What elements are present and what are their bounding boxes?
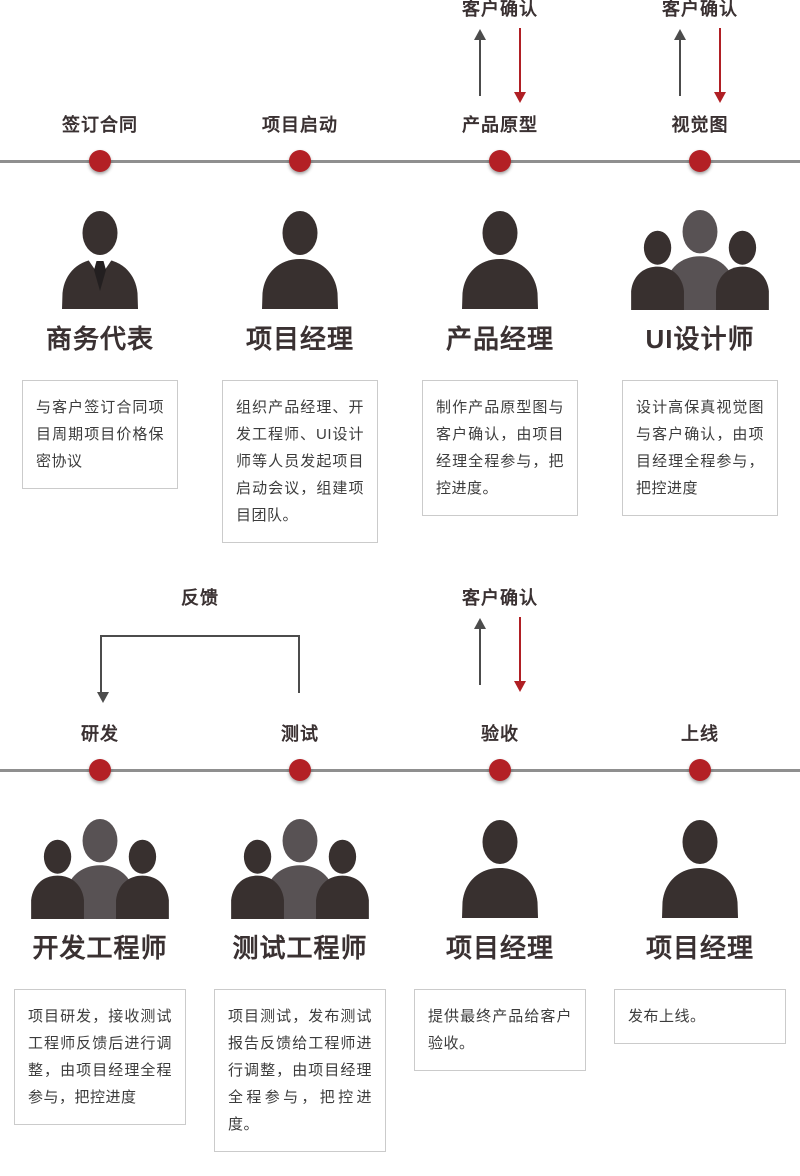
arrow-up-icon [474,618,486,685]
customer-confirm-block: 客户确认 [400,588,600,692]
business-person-icon [50,208,150,310]
stage-label: 产品原型 [462,115,538,135]
timeline-node-dot [289,759,311,781]
annotation-zone: 客户确认 [400,589,600,721]
flow-row-top: 签订合同 商务代表 与客户签订合同项目周期项目价格保密协议 项目启动 项目经理 … [0,0,800,543]
timeline-line [0,769,800,772]
role-label: 商务代表 [45,324,154,354]
team-icon [229,819,371,919]
icon-area [229,813,371,919]
team-icon [629,210,771,310]
timeline-node-dot [289,150,311,172]
annotation-zone: 客户确认 [400,0,600,112]
annotation-zone: 客户确认 [600,0,800,112]
role-label: 测试工程师 [232,933,368,963]
stage-description: 发布上线。 [614,989,786,1044]
timeline-node-dot [689,759,711,781]
person-icon [250,208,350,310]
annotation-zone [600,589,800,721]
stage-column-development: 研发 开发工程师 项目研发，接收测试工程师反馈后进行调整，由项目经理全程参与，把… [0,589,200,1152]
stage-column-product-prototype: 客户确认 产品原型 产品经理 制作产品原型图与客户确认，由项目经理全程参与，把控… [400,0,600,543]
stage-label: 签订合同 [62,115,138,135]
customer-confirm-block: 客户确认 [400,0,600,103]
customer-confirm-label: 客户确认 [462,588,538,608]
arrow-down-icon [514,617,526,692]
role-label: 开发工程师 [32,933,168,963]
role-label: UI设计师 [645,324,755,354]
stage-description: 项目测试，发布测试报告反馈给工程师进行调整，由项目经理全程参与，把控进度。 [214,989,386,1152]
role-label: 项目经理 [645,933,754,963]
stage-column-project-kickoff: 项目启动 项目经理 组织产品经理、开发工程师、UI设计师等人员发起项目启动会议，… [200,0,400,543]
feedback-arrow [97,635,300,703]
stage-column-acceptance: 客户确认 验收 项目经理 提供最终产品给客户验收。 [400,589,600,1152]
customer-confirm-label: 客户确认 [462,0,538,19]
arrow-up-icon [474,29,486,96]
person-icon [650,817,750,919]
confirm-arrows [674,28,726,103]
timeline-node-dot [489,759,511,781]
annotation-zone [200,0,400,112]
icon-area [450,204,550,310]
role-label: 项目经理 [445,933,554,963]
stage-description: 与客户签订合同项目周期项目价格保密协议 [22,380,178,489]
stage-column-launch: 上线 项目经理 发布上线。 [600,589,800,1152]
feedback-label: 反馈 [181,588,219,608]
icon-area [629,204,771,310]
role-label: 项目经理 [245,324,354,354]
stage-column-sign-contract: 签订合同 商务代表 与客户签订合同项目周期项目价格保密协议 [0,0,200,543]
stage-description: 组织产品经理、开发工程师、UI设计师等人员发起项目启动会议，组建项目团队。 [222,380,378,543]
stage-label: 验收 [481,724,519,744]
icon-area [250,204,350,310]
flow-row-bottom: 反馈 研发 开发工程师 项目研发，接收测试工程师反馈后进行调整，由项目经理全程参… [0,589,800,1152]
stage-description: 制作产品原型图与客户确认，由项目经理全程参与，把控进度。 [422,380,578,516]
person-icon [450,817,550,919]
confirm-arrows [474,617,526,692]
timeline-node-dot [689,150,711,172]
team-icon [29,819,171,919]
icon-area [450,813,550,919]
confirm-arrows [474,28,526,103]
icon-area [50,204,150,310]
stage-description: 设计高保真视觉图与客户确认，由项目经理全程参与，把控进度 [622,380,778,516]
icon-area [650,813,750,919]
arrow-down-icon [514,28,526,103]
stage-label: 测试 [281,724,319,744]
stage-description: 项目研发，接收测试工程师反馈后进行调整，由项目经理全程参与，把控进度 [14,989,186,1125]
arrow-down-icon [714,28,726,103]
timeline-node-dot [89,759,111,781]
customer-confirm-label: 客户确认 [662,0,738,19]
timeline-node-dot [489,150,511,172]
customer-confirm-block: 客户确认 [600,0,800,103]
stage-column-visual-design: 客户确认 视觉图 UI设计师 设计高保真视觉图与客户确认，由项目经理全程参与，把… [600,0,800,543]
stage-description: 提供最终产品给客户验收。 [414,989,586,1071]
timeline-line [0,160,800,163]
stage-label: 视觉图 [671,115,729,135]
stage-label: 上线 [681,724,719,744]
arrow-up-icon [674,29,686,96]
feedback-loop: 反馈 [97,588,300,703]
icon-area [29,813,171,919]
role-label: 产品经理 [445,324,554,354]
stage-label: 研发 [81,724,119,744]
stage-label: 项目启动 [262,115,338,135]
annotation-zone [0,0,200,112]
stage-column-testing: 测试 测试工程师 项目测试，发布测试报告反馈给工程师进行调整，由项目经理全程参与… [200,589,400,1152]
person-icon [450,208,550,310]
timeline-node-dot [89,150,111,172]
